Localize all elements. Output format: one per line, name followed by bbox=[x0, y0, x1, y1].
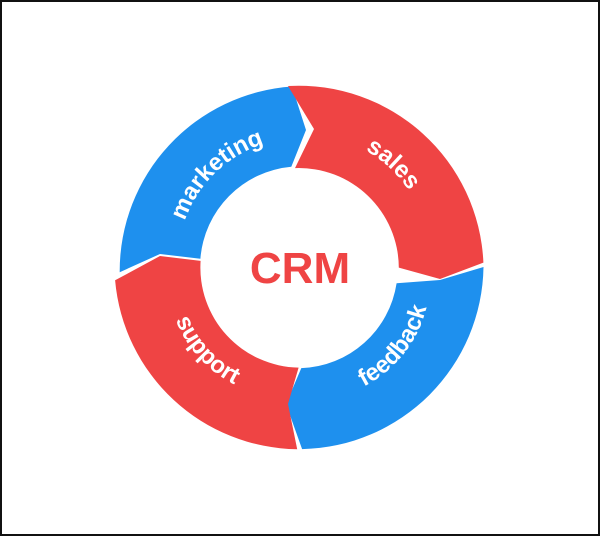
segment-support bbox=[115, 256, 299, 450]
center-circle bbox=[220, 186, 384, 350]
segments-layer bbox=[115, 85, 484, 450]
segment-marketing bbox=[119, 86, 307, 273]
center-label: CRM bbox=[250, 244, 350, 293]
segment-feedback bbox=[286, 267, 484, 450]
segment-sales bbox=[288, 85, 484, 279]
